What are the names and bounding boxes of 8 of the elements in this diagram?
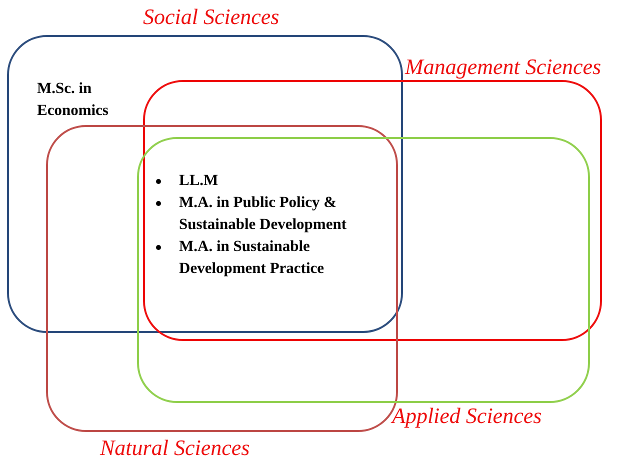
set-title: Social Sciences xyxy=(143,6,280,28)
set-title: Management Sciences xyxy=(405,56,602,78)
program-name: M.Sc. in Economics xyxy=(37,79,110,121)
program-name: M.A. in Sustainable Development Practice xyxy=(179,238,324,277)
program-name: LL.M xyxy=(179,172,218,189)
program-name: M.A. in Public Policy & Sustainable Development xyxy=(179,194,346,233)
set-title: Applied Sciences xyxy=(392,405,542,427)
set-title: Natural Sciences xyxy=(100,437,250,459)
